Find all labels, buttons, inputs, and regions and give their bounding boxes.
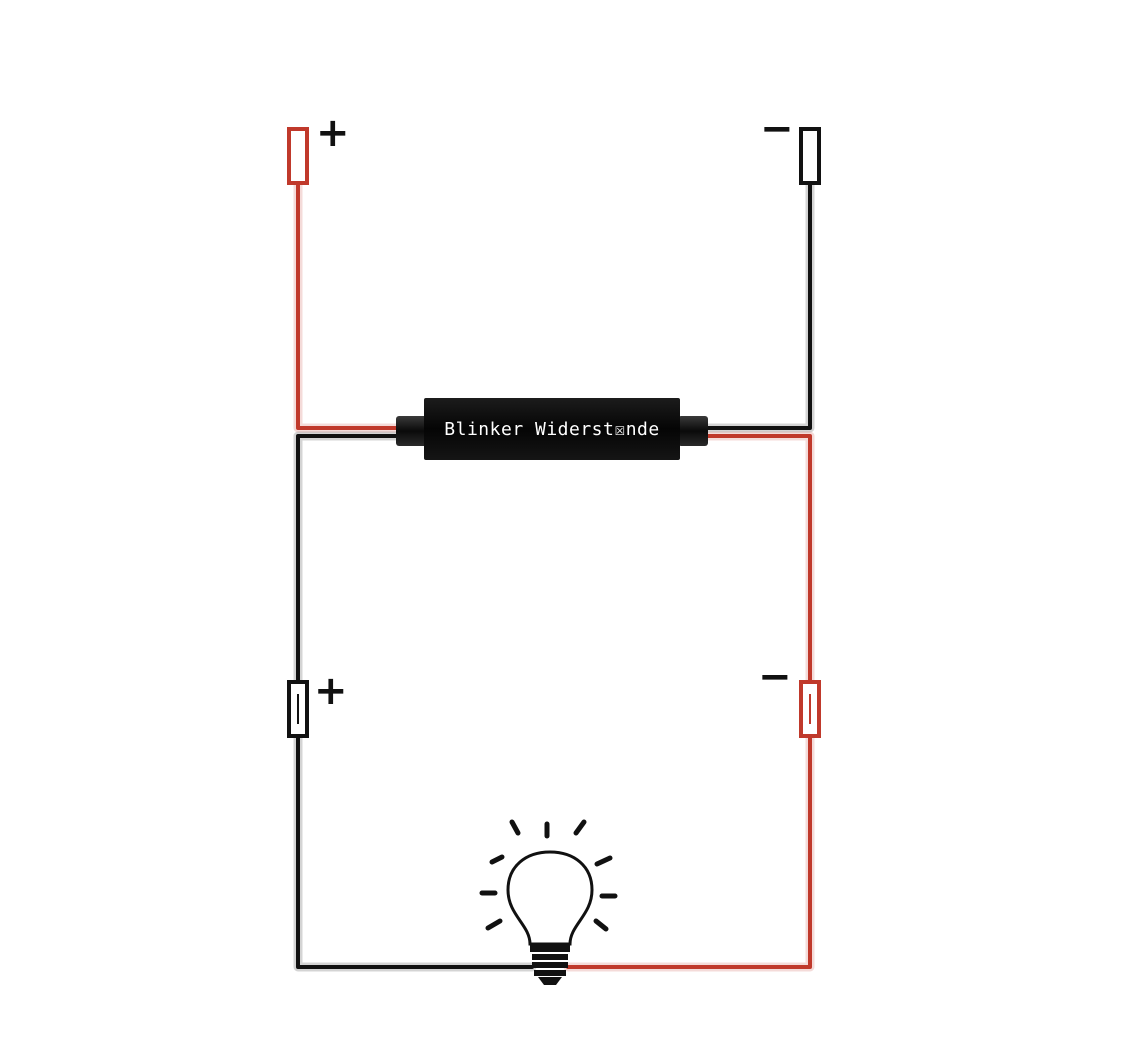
- connector-top-right: [799, 127, 821, 185]
- wire-shadows: [293, 178, 815, 972]
- bottom-left-plus-label: +: [314, 668, 348, 714]
- resistor-cap-right: [678, 416, 708, 446]
- resistor-cap-left: [396, 416, 428, 446]
- connector-bottom-right: [799, 680, 821, 738]
- resistor-label: Blinker Widerst☒nde: [444, 419, 659, 440]
- wire-bulb-right: [566, 734, 812, 969]
- light-rays: [479, 819, 618, 932]
- load-resistor: Blinker Widerst☒nde: [396, 398, 708, 460]
- wires: [296, 181, 812, 969]
- connector-bottom-left: [287, 680, 309, 738]
- bulb-base: [530, 944, 570, 985]
- bulb-glass: [506, 850, 594, 946]
- resistor-body: [424, 398, 680, 460]
- light-bulb-icon: [479, 819, 618, 985]
- wire-positive-input: [296, 181, 400, 430]
- wire-bulb-left: [296, 734, 534, 969]
- wire-negative-input: [704, 181, 812, 430]
- bottom-right-minus-label: −: [758, 654, 792, 700]
- top-right-minus-label: −: [760, 106, 794, 152]
- top-left-plus-label: +: [316, 110, 350, 156]
- connectors: [287, 127, 821, 738]
- wire-right-output: [704, 434, 812, 684]
- connector-top-left: [287, 127, 309, 185]
- wire-left-output: [296, 434, 400, 684]
